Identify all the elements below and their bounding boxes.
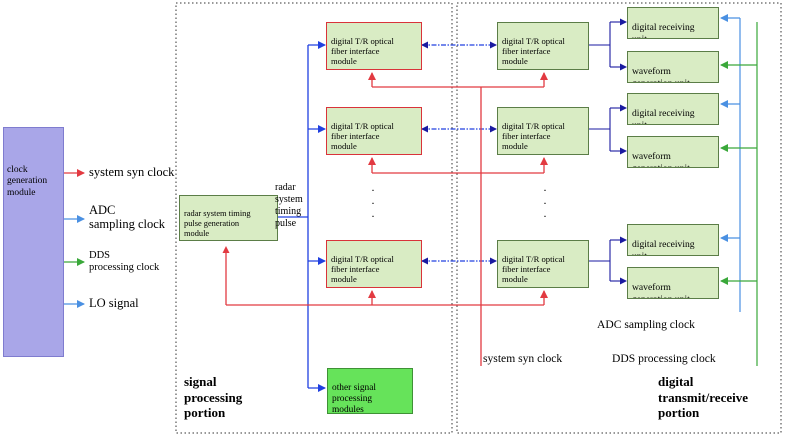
red-feedback-lines bbox=[222, 72, 548, 366]
digital-receiving-unit-3: digital receiving unit bbox=[627, 224, 719, 256]
optical-module-label: digital T/R optical fiber interface modu… bbox=[502, 121, 565, 152]
ellipsis-left: ··· bbox=[371, 183, 375, 223]
bottom-dds-processing-clock-label: DDS processing clock bbox=[612, 352, 716, 365]
waveform-generation-unit-2: waveform generation unit bbox=[627, 136, 719, 168]
left-optical-module-2: digital T/R optical fiber interface modu… bbox=[326, 107, 422, 155]
dds-processing-clock-label: DDS processing clock bbox=[89, 250, 160, 274]
right-optical-module-2: digital T/R optical fiber interface modu… bbox=[497, 107, 589, 155]
radar-timing-pulse-module: radar system timing pulse generation mod… bbox=[179, 195, 278, 241]
digital-tr-portion-title: digital transmit/receive portion bbox=[658, 374, 748, 421]
other-signal-processing-modules: other signal processing modules bbox=[327, 368, 413, 414]
region-borders bbox=[175, 2, 782, 434]
clock-generation-module: clock generation module bbox=[3, 127, 64, 357]
unit-fanout-lines bbox=[589, 18, 627, 285]
waveform-unit-label: waveform generation unit bbox=[632, 66, 690, 82]
radar-timing-pulse-label: radar system timing pulse bbox=[275, 182, 303, 229]
system-syn-clock-label: system syn clock bbox=[89, 165, 175, 179]
clock-module-label: clock generation module bbox=[7, 165, 48, 198]
optical-links bbox=[421, 41, 497, 265]
left-optical-module-1: digital T/R optical fiber interface modu… bbox=[326, 22, 422, 70]
right-optical-module-1: digital T/R optical fiber interface modu… bbox=[497, 22, 589, 70]
other-modules-label: other signal processing modules bbox=[332, 383, 377, 414]
waveform-generation-unit-1: waveform generation unit bbox=[627, 51, 719, 83]
digital-tr-region-border bbox=[456, 2, 782, 434]
optical-module-label: digital T/R optical fiber interface modu… bbox=[331, 121, 394, 152]
bottom-system-syn-clock-label: system syn clock bbox=[483, 352, 563, 365]
digital-receiving-unit-2: digital receiving unit bbox=[627, 93, 719, 125]
optical-module-label: digital T/R optical fiber interface modu… bbox=[331, 254, 394, 285]
waveform-unit-label: waveform generation unit bbox=[632, 151, 690, 167]
optical-module-label: digital T/R optical fiber interface modu… bbox=[331, 36, 394, 67]
optical-module-label: digital T/R optical fiber interface modu… bbox=[502, 36, 565, 67]
receiving-unit-label: digital receiving unit bbox=[632, 108, 695, 124]
lo-signal-label: LO signal bbox=[89, 296, 139, 310]
adc-clock-bus bbox=[720, 14, 741, 312]
left-optical-module-3: digital T/R optical fiber interface modu… bbox=[326, 240, 422, 288]
digital-receiving-unit-1: digital receiving unit bbox=[627, 7, 719, 39]
adc-sampling-clock-label: ADC sampling clock bbox=[89, 203, 166, 232]
bottom-adc-sampling-clock-label: ADC sampling clock bbox=[597, 318, 695, 331]
waveform-generation-unit-3: waveform generation unit bbox=[627, 267, 719, 299]
dds-clock-bus bbox=[720, 22, 758, 366]
radar-timing-module-label: radar system timing pulse generation mod… bbox=[184, 208, 251, 238]
waveform-unit-label: waveform generation unit bbox=[632, 282, 690, 298]
timing-distribution-lines bbox=[278, 41, 326, 392]
right-optical-module-3: digital T/R optical fiber interface modu… bbox=[497, 240, 589, 288]
receiving-unit-label: digital receiving unit bbox=[632, 239, 695, 255]
ellipsis-right: ··· bbox=[543, 183, 547, 223]
receiving-unit-label: digital receiving unit bbox=[632, 22, 695, 38]
signal-processing-portion-title: signal processing portion bbox=[184, 374, 243, 421]
optical-module-label: digital T/R optical fiber interface modu… bbox=[502, 254, 565, 285]
signal-processing-region-border bbox=[175, 2, 453, 434]
